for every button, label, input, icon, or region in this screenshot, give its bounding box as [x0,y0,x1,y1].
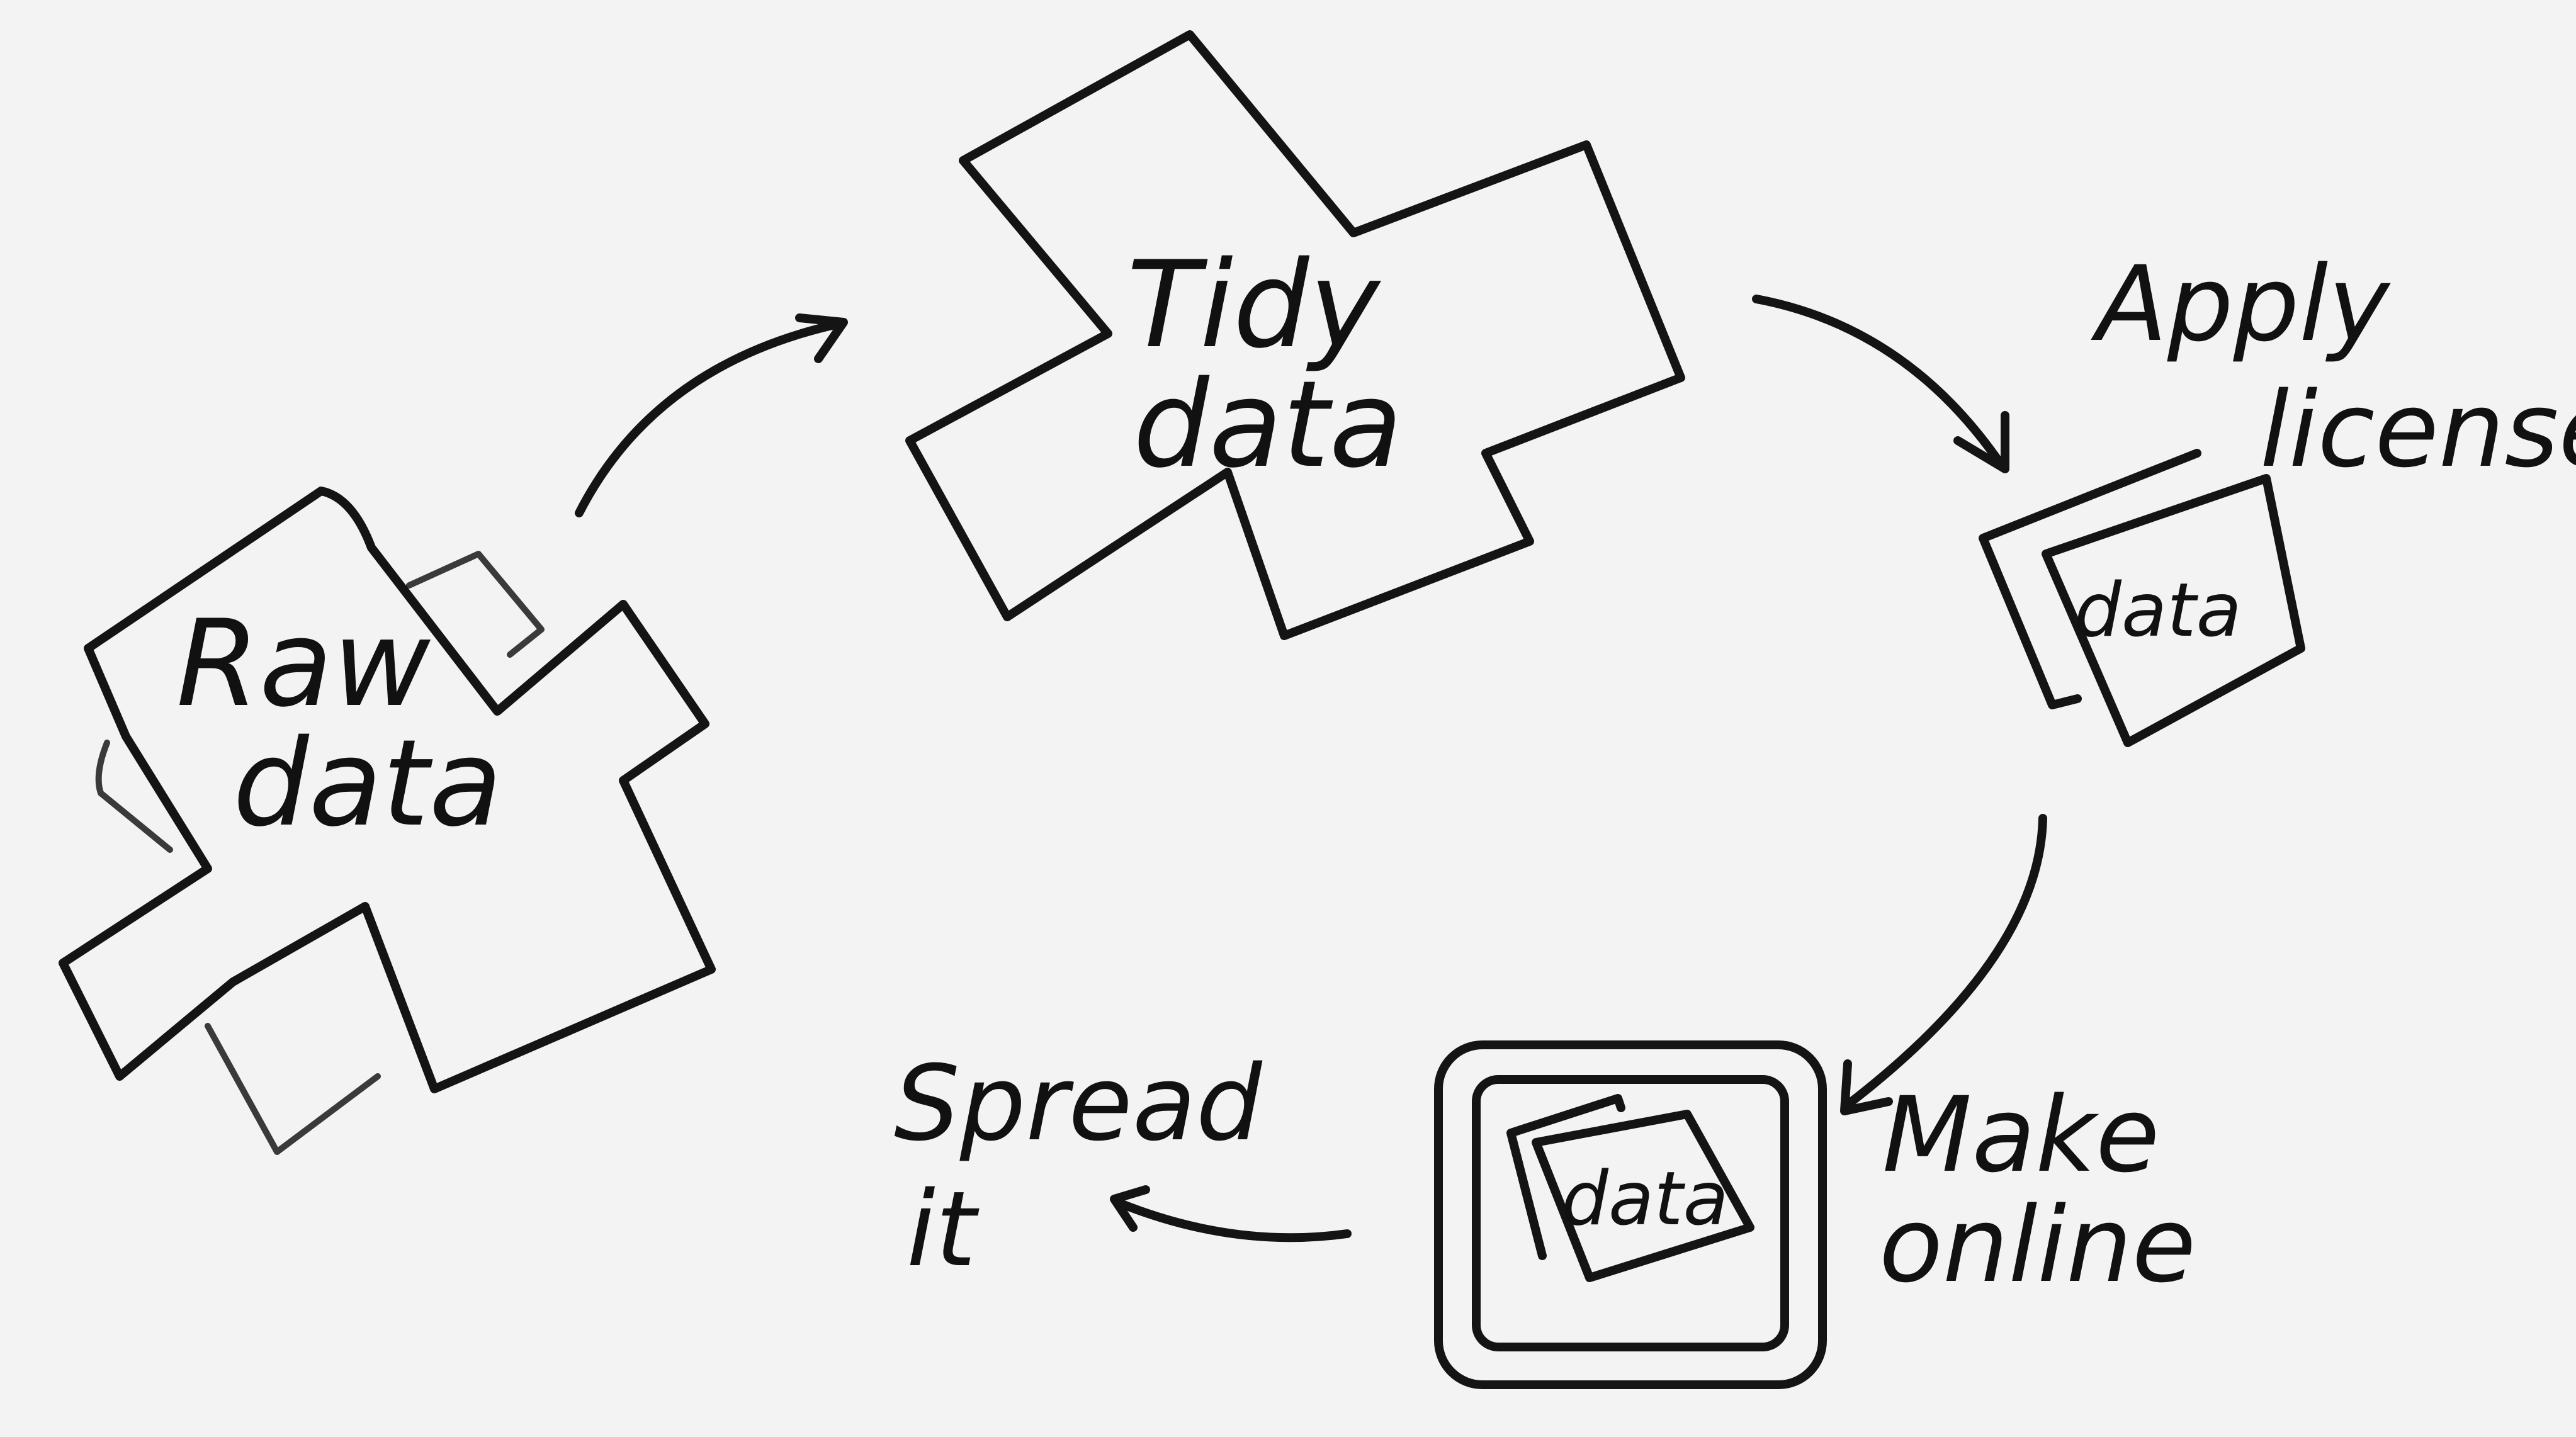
license-label-line2: license [2260,369,2576,490]
online-doc-front [1532,1110,1754,1282]
arrow-online-to-spread-head [1110,1185,1150,1232]
online-doc-label: data [1561,1155,1729,1242]
arrow-license-to-online [1843,814,2047,1109]
license-label-line1: Apply [2091,244,2391,364]
online-screen-outer [1434,1040,1827,1389]
license-doc-back [1979,449,2201,709]
tidy-data-cross [905,30,1685,640]
raw-data-label-line2: data [233,714,502,853]
online-node: data Make online [1434,1040,2196,1389]
tidy-data-node: Tidy data [905,30,1685,640]
license-node: Apply license data [1979,244,2576,747]
raw-data-label-line1: Raw [176,594,431,733]
spread-label-line2: it [907,1169,980,1290]
online-doc-back [1506,1094,1625,1260]
arrow-license-to-online-head [1840,1059,1893,1115]
license-doc-front [2042,474,2305,747]
raw-data-node: Raw data [59,487,716,1155]
tidy-data-label-line1: Tidy [1127,235,1381,375]
online-label-line2: online [1879,1185,2196,1305]
arrow-online-to-spread [1113,1198,1352,1243]
arrow-raw-to-tidy [575,320,842,517]
arrow-raw-to-tidy-head [795,313,848,363]
arrow-tidy-to-license [1752,295,2006,470]
spread-label-line1: Spread [894,1043,1263,1164]
arrow-tidy-to-license-head [1953,411,2009,473]
online-label-line1: Make [1882,1074,2160,1195]
license-doc-label: data [2074,566,2242,653]
raw-data-back-tile [95,551,545,1155]
raw-data-cross [59,487,716,1093]
spread-node: Spread it [894,1043,1263,1290]
online-screen-inner [1472,1075,1789,1351]
tidy-data-label-line2: data [1133,355,1403,494]
